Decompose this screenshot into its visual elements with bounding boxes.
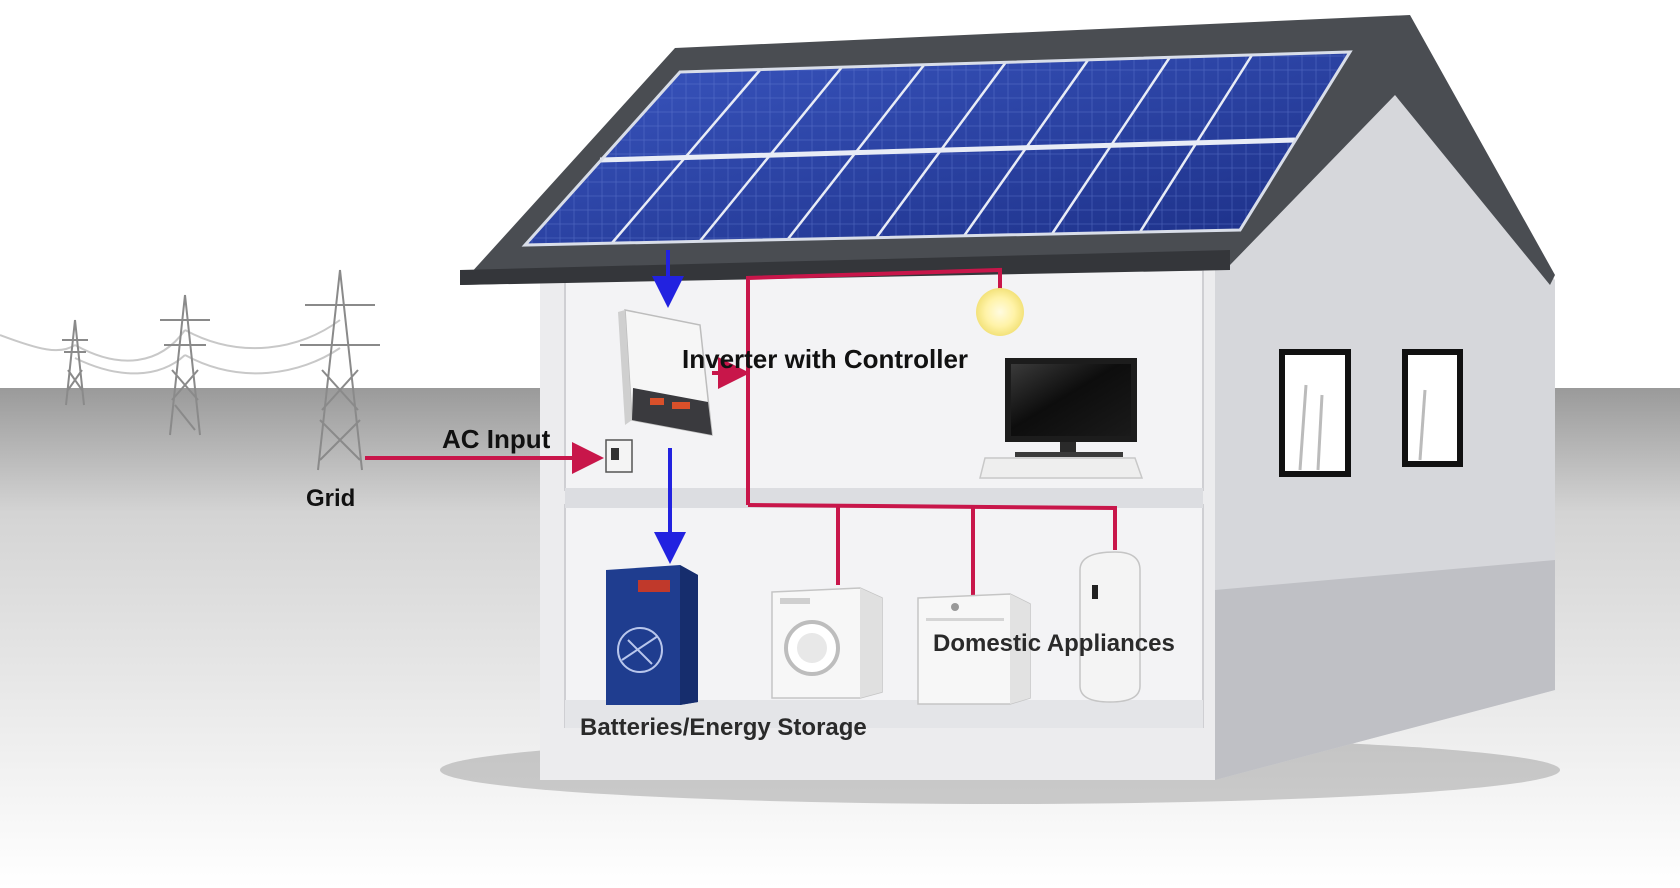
inverter-unit — [618, 309, 713, 436]
side-windows — [1279, 349, 1463, 477]
dryer — [917, 593, 1031, 705]
washing-machine — [771, 587, 883, 699]
label-grid: Grid — [306, 485, 355, 512]
light-bulb — [976, 288, 1024, 336]
power-towers — [0, 269, 380, 471]
label-ac-input: AC Input — [442, 424, 551, 454]
floor-slab — [565, 488, 1203, 508]
label-domestic-appliances: Domestic Appliances — [933, 630, 1175, 657]
label-inverter: Inverter with Controller — [682, 344, 968, 374]
solar-panels — [521, 50, 1353, 247]
house-side-wall-base — [1215, 560, 1555, 780]
battery-cabinet — [606, 565, 698, 705]
computer-monitor — [979, 358, 1144, 479]
label-batteries: Batteries/Energy Storage — [580, 714, 867, 741]
breaker-box — [605, 439, 633, 473]
water-heater — [1079, 551, 1141, 703]
